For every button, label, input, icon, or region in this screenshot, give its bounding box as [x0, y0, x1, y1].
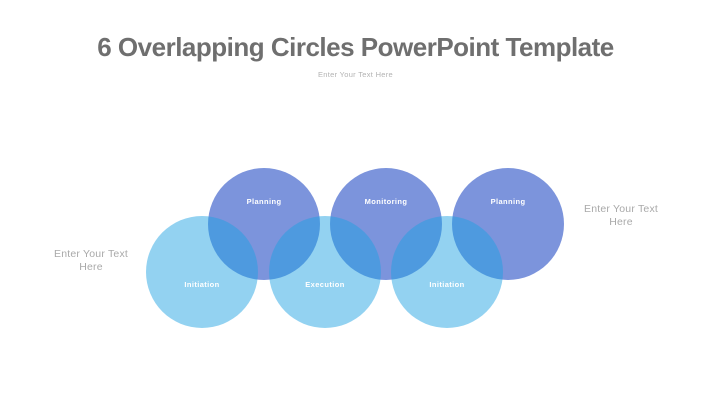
circle-label: Initiation — [184, 280, 220, 289]
circle-monitoring[interactable]: Monitoring — [330, 168, 442, 280]
circle-label: Planning — [490, 197, 526, 206]
right-text-placeholder[interactable]: Enter Your Text Here — [583, 203, 659, 228]
subtitle-text-placeholder[interactable]: Enter Your Text Here — [317, 70, 394, 79]
circle-label: Initiation — [429, 280, 465, 289]
slide-title[interactable]: 6 Overlapping Circles PowerPoint Templat… — [97, 32, 614, 62]
circle-execution[interactable]: Execution — [269, 216, 381, 328]
left-text-placeholder[interactable]: Enter Your Text Here — [53, 248, 129, 273]
circle-planning-2[interactable]: Planning — [452, 168, 564, 280]
circle-planning-1[interactable]: Planning — [208, 168, 320, 280]
circle-label: Execution — [305, 280, 345, 289]
circle-initiation-2[interactable]: Initiation — [391, 216, 503, 328]
circle-label: Monitoring — [364, 197, 408, 206]
circle-label: Planning — [246, 197, 282, 206]
circle-initiation-1[interactable]: Initiation — [146, 216, 258, 328]
